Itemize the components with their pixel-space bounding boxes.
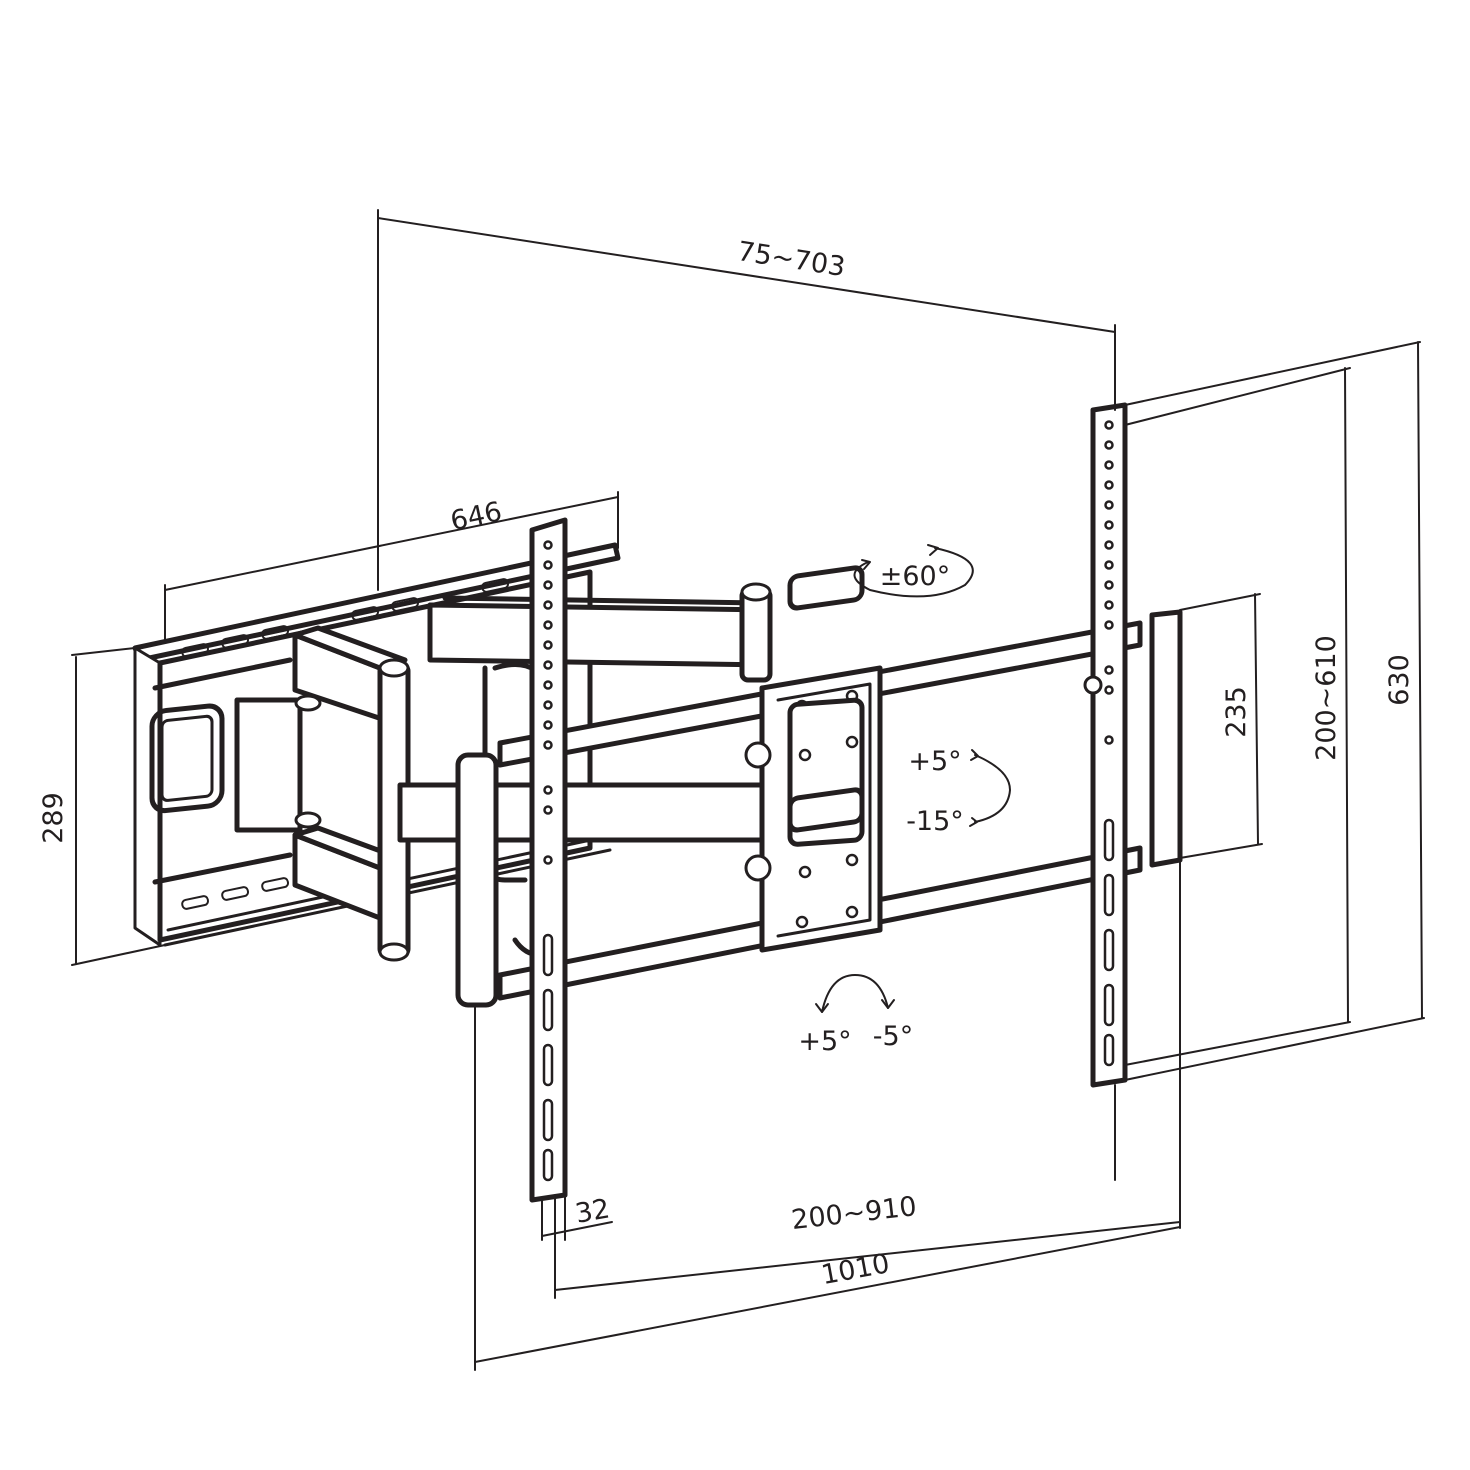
label-swivel: ±60° <box>880 561 950 592</box>
label-tilt-down: -15° <box>906 806 964 837</box>
rotation-arrows <box>815 544 1011 1013</box>
center-vesa-plate <box>744 565 883 953</box>
label-max-height: 630 <box>1384 654 1415 706</box>
label-vesa-horizontal: 200~910 <box>790 1191 918 1236</box>
label-tilt-up: +5° <box>908 746 961 777</box>
label-vesa-vertical: 200~610 <box>1311 635 1342 761</box>
wall-plate <box>132 542 621 947</box>
dimension-lines <box>71 209 1425 1371</box>
articulating-arms <box>234 582 778 962</box>
label-plate-height: 289 <box>38 792 69 844</box>
label-plate-width: 646 <box>448 496 505 537</box>
label-arm-width: 32 <box>573 1193 612 1229</box>
label-bar-spacing: 235 <box>1221 686 1252 738</box>
label-level-plus: +5° <box>798 1026 851 1057</box>
label-level-minus: -5° <box>873 1021 913 1052</box>
